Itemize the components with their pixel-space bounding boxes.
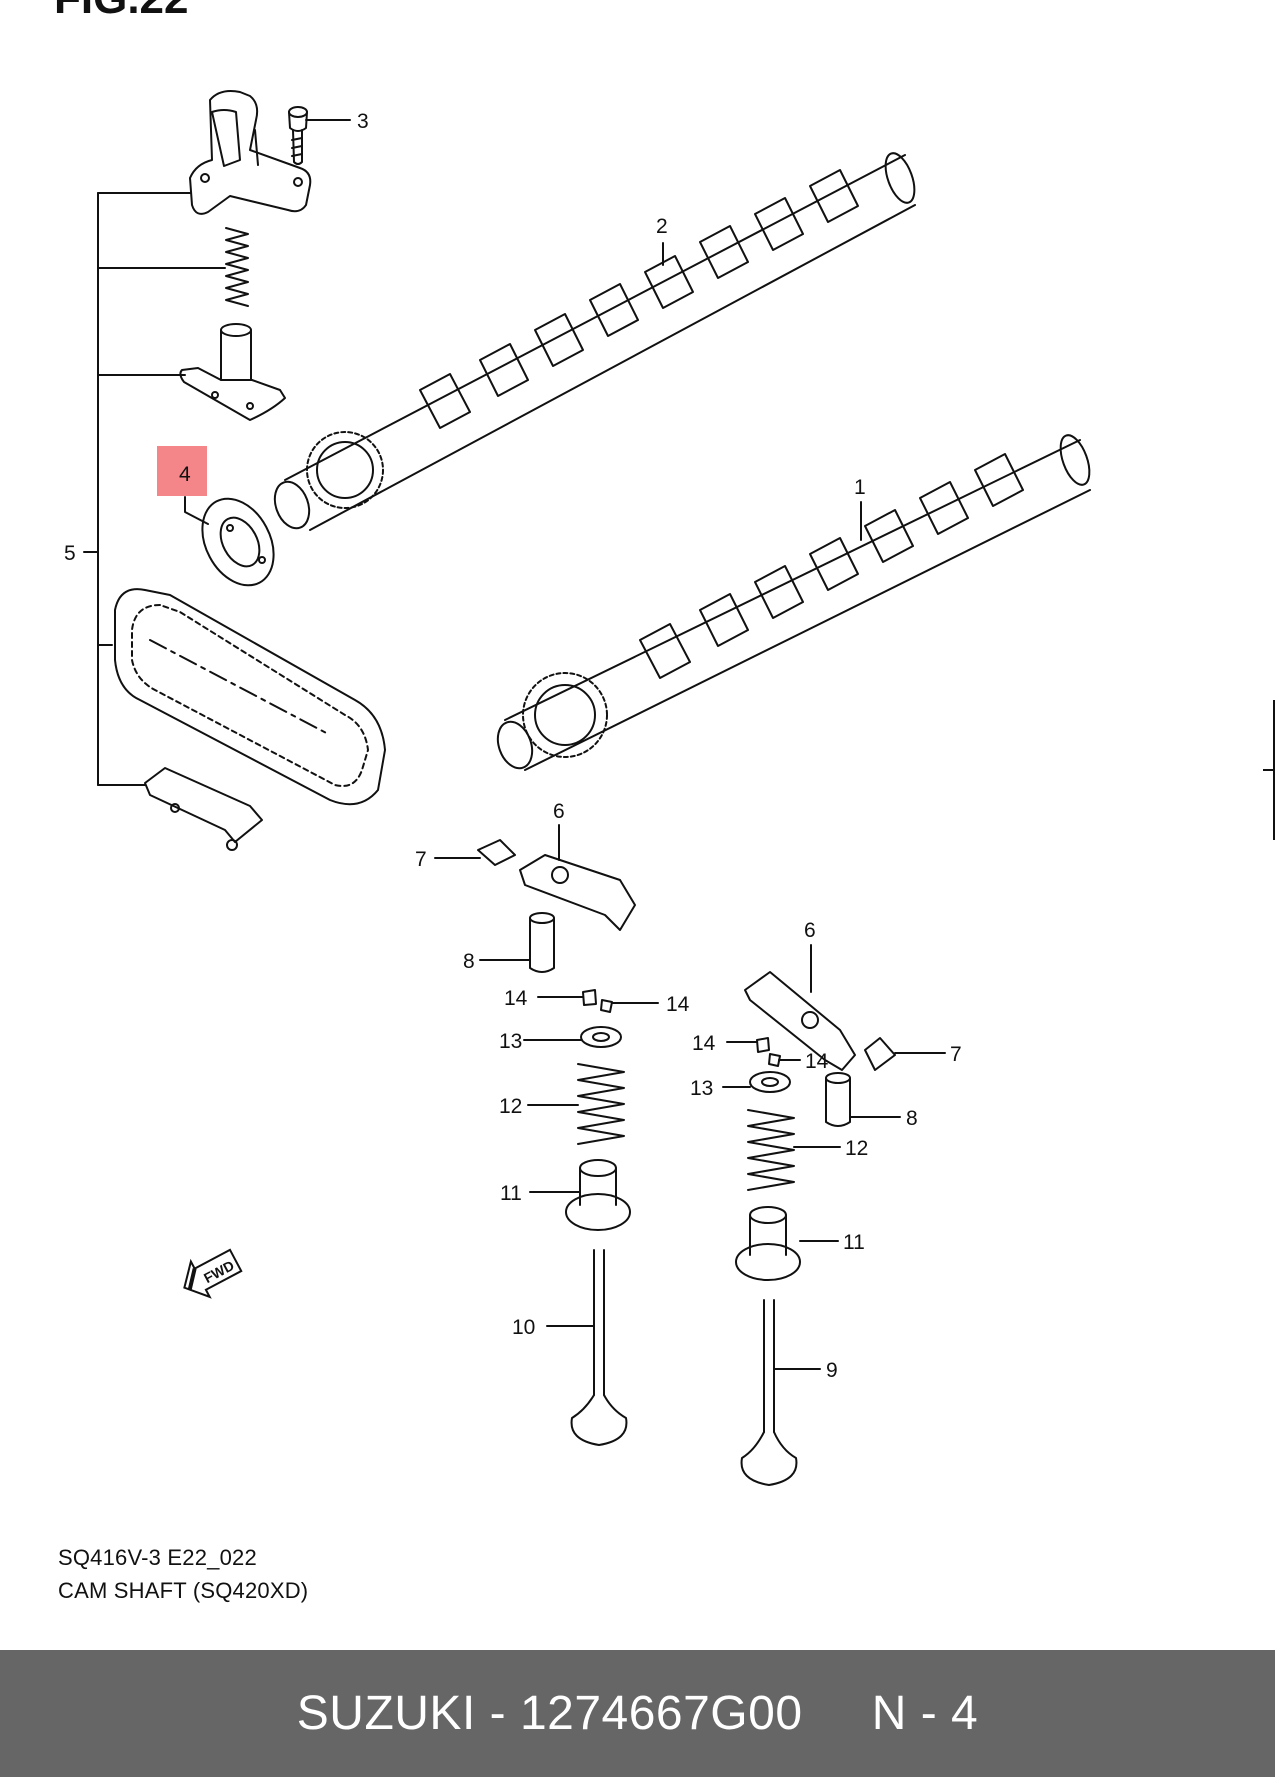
callout-14-d: 14: [805, 1050, 829, 1073]
stem-seal-right: [735, 1206, 801, 1281]
pivot-pad-left: [477, 839, 516, 866]
footer-bar: SUZUKI - 1274667G00 N - 4: [0, 1650, 1275, 1777]
callout-14-b: 14: [666, 993, 690, 1016]
chain-tensioner-housing: [189, 90, 312, 215]
leader-lines: [184, 119, 946, 1370]
highlight-box-part-4: [157, 446, 207, 496]
callout-4: 4: [179, 463, 191, 486]
valve-spring-right: [747, 1109, 795, 1191]
callout-5: 5: [64, 542, 76, 565]
camshaft-part-2: [273, 152, 916, 531]
callout-3: 3: [357, 110, 369, 133]
camshaft-part-1: [496, 434, 1091, 771]
callout-6-left: 6: [553, 800, 565, 823]
stem-seal-left: [565, 1159, 631, 1231]
rocker-arm-left: [477, 839, 636, 931]
callout-13-right: 13: [690, 1077, 713, 1100]
bolt-part-3: [288, 106, 308, 165]
callout-7-left: 7: [415, 848, 427, 871]
retainer-right: [749, 1071, 791, 1093]
tensioner-spring: [225, 227, 249, 307]
callout-9: 9: [826, 1359, 838, 1382]
diagram-area: FIG.22: [54, 0, 1275, 1603]
valve-part-10: [570, 1249, 628, 1446]
callout-6-right: 6: [804, 919, 816, 942]
callout-14-a: 14: [504, 987, 528, 1010]
valve-part-9: [740, 1299, 798, 1486]
callout-8-left: 8: [463, 950, 475, 973]
oil-seal-part-4: [201, 497, 275, 587]
figure-code: SQ416V-3 E22_022: [58, 1545, 257, 1570]
figure-caption: CAM SHAFT (SQ420XD): [58, 1578, 309, 1603]
footer-position: N - 4: [871, 1687, 979, 1740]
footer-text: SUZUKI - 1274667G00 N - 4: [297, 1686, 978, 1741]
callout-7-right: 7: [950, 1043, 962, 1066]
lash-adjuster-left: [529, 912, 555, 973]
lash-adjuster-right: [825, 1072, 851, 1127]
exploded-parts-diagram: 3 2 1 4 5 6 7 8 14 14 13 12 11 10 6 7 14…: [64, 90, 1091, 1486]
chain-guide: [144, 767, 263, 851]
retainer-left: [580, 1026, 622, 1048]
valve-keepers-left: [582, 989, 613, 1013]
callout-12-right: 12: [845, 1137, 868, 1160]
footer-separator: -: [475, 1687, 520, 1740]
valve-keepers-right: [756, 1037, 781, 1067]
fwd-arrow-icon: FWD: [183, 1248, 243, 1299]
callout-11-right: 11: [843, 1231, 865, 1254]
valve-spring-left: [577, 1063, 625, 1145]
callout-14-c: 14: [692, 1032, 716, 1055]
callout-12-left: 12: [499, 1095, 522, 1118]
footer-brand: SUZUKI: [296, 1687, 476, 1740]
pivot-pad-right: [864, 1037, 896, 1071]
callout-labels: 3 2 1 4 5 6 7 8 14 14 13 12 11 10 6 7 14…: [64, 110, 962, 1382]
footer-part-number: 1274667G00: [519, 1687, 803, 1740]
callout-8-right: 8: [906, 1107, 918, 1130]
callout-11-left: 11: [500, 1182, 522, 1205]
assembly-5-bracket: [83, 192, 226, 786]
callout-13-left: 13: [499, 1030, 522, 1053]
rocker-arm-right: [744, 971, 896, 1071]
figure-title: FIG.22: [54, 0, 189, 24]
page-edge-mark: [1263, 700, 1275, 840]
callout-10: 10: [512, 1316, 535, 1339]
callout-2: 2: [656, 215, 668, 238]
tensioner-plunger: [179, 323, 286, 421]
callout-1: 1: [854, 476, 866, 499]
timing-chain: [114, 588, 386, 806]
